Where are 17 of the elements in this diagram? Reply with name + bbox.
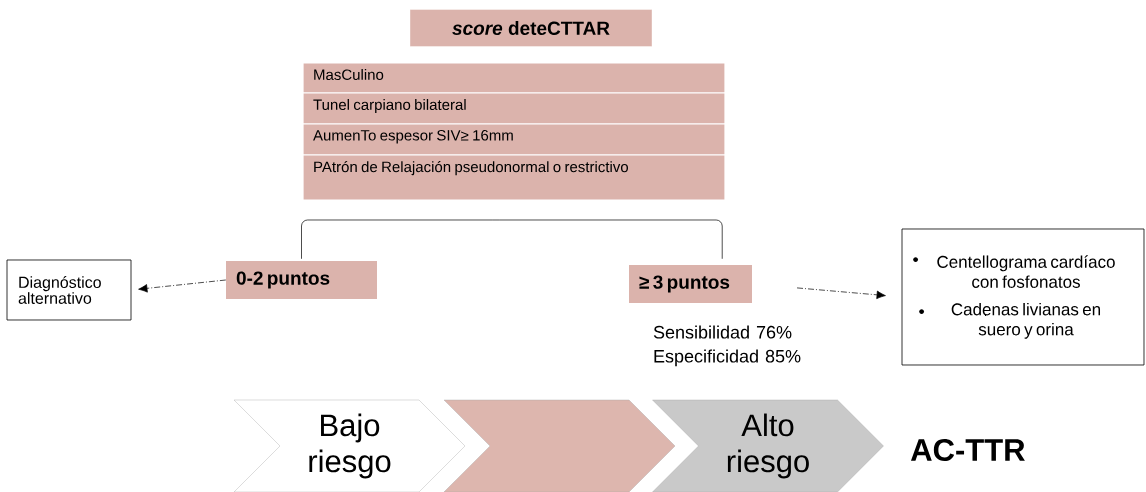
test-list-box: Centellograma cardíaco con fosfonatos Cadenas livianas en suero y orina [901,228,1145,366]
score-stats: Sensibilidad 76% Especificidad 85% [653,325,801,367]
bracket-line [301,219,723,260]
criterion-row: MasCulino [302,62,726,94]
risk-scale-segment [443,399,676,492]
title-box: score deteCTTAR [409,9,653,47]
score-box: ≥ 3 puntos [629,265,752,303]
criterion-row: Tunel carpiano bilateral [302,92,726,125]
outcome-box: Diagnóstico alternativo [6,259,132,321]
risk-scale-segment: Alto riesgo [652,399,884,492]
result-label: AC-TTR [910,439,1025,461]
arrow [796,287,886,300]
criterion-row: AumenTo espesor SIV≥ 16mm [302,123,726,156]
arrow [138,279,227,293]
risk-scale-segment: Bajo riesgo [233,399,466,492]
score-box: 0-2 puntos [226,261,377,299]
criterion-row: PAtrón de Relajación pseudonormal o restrictivo [302,154,726,201]
